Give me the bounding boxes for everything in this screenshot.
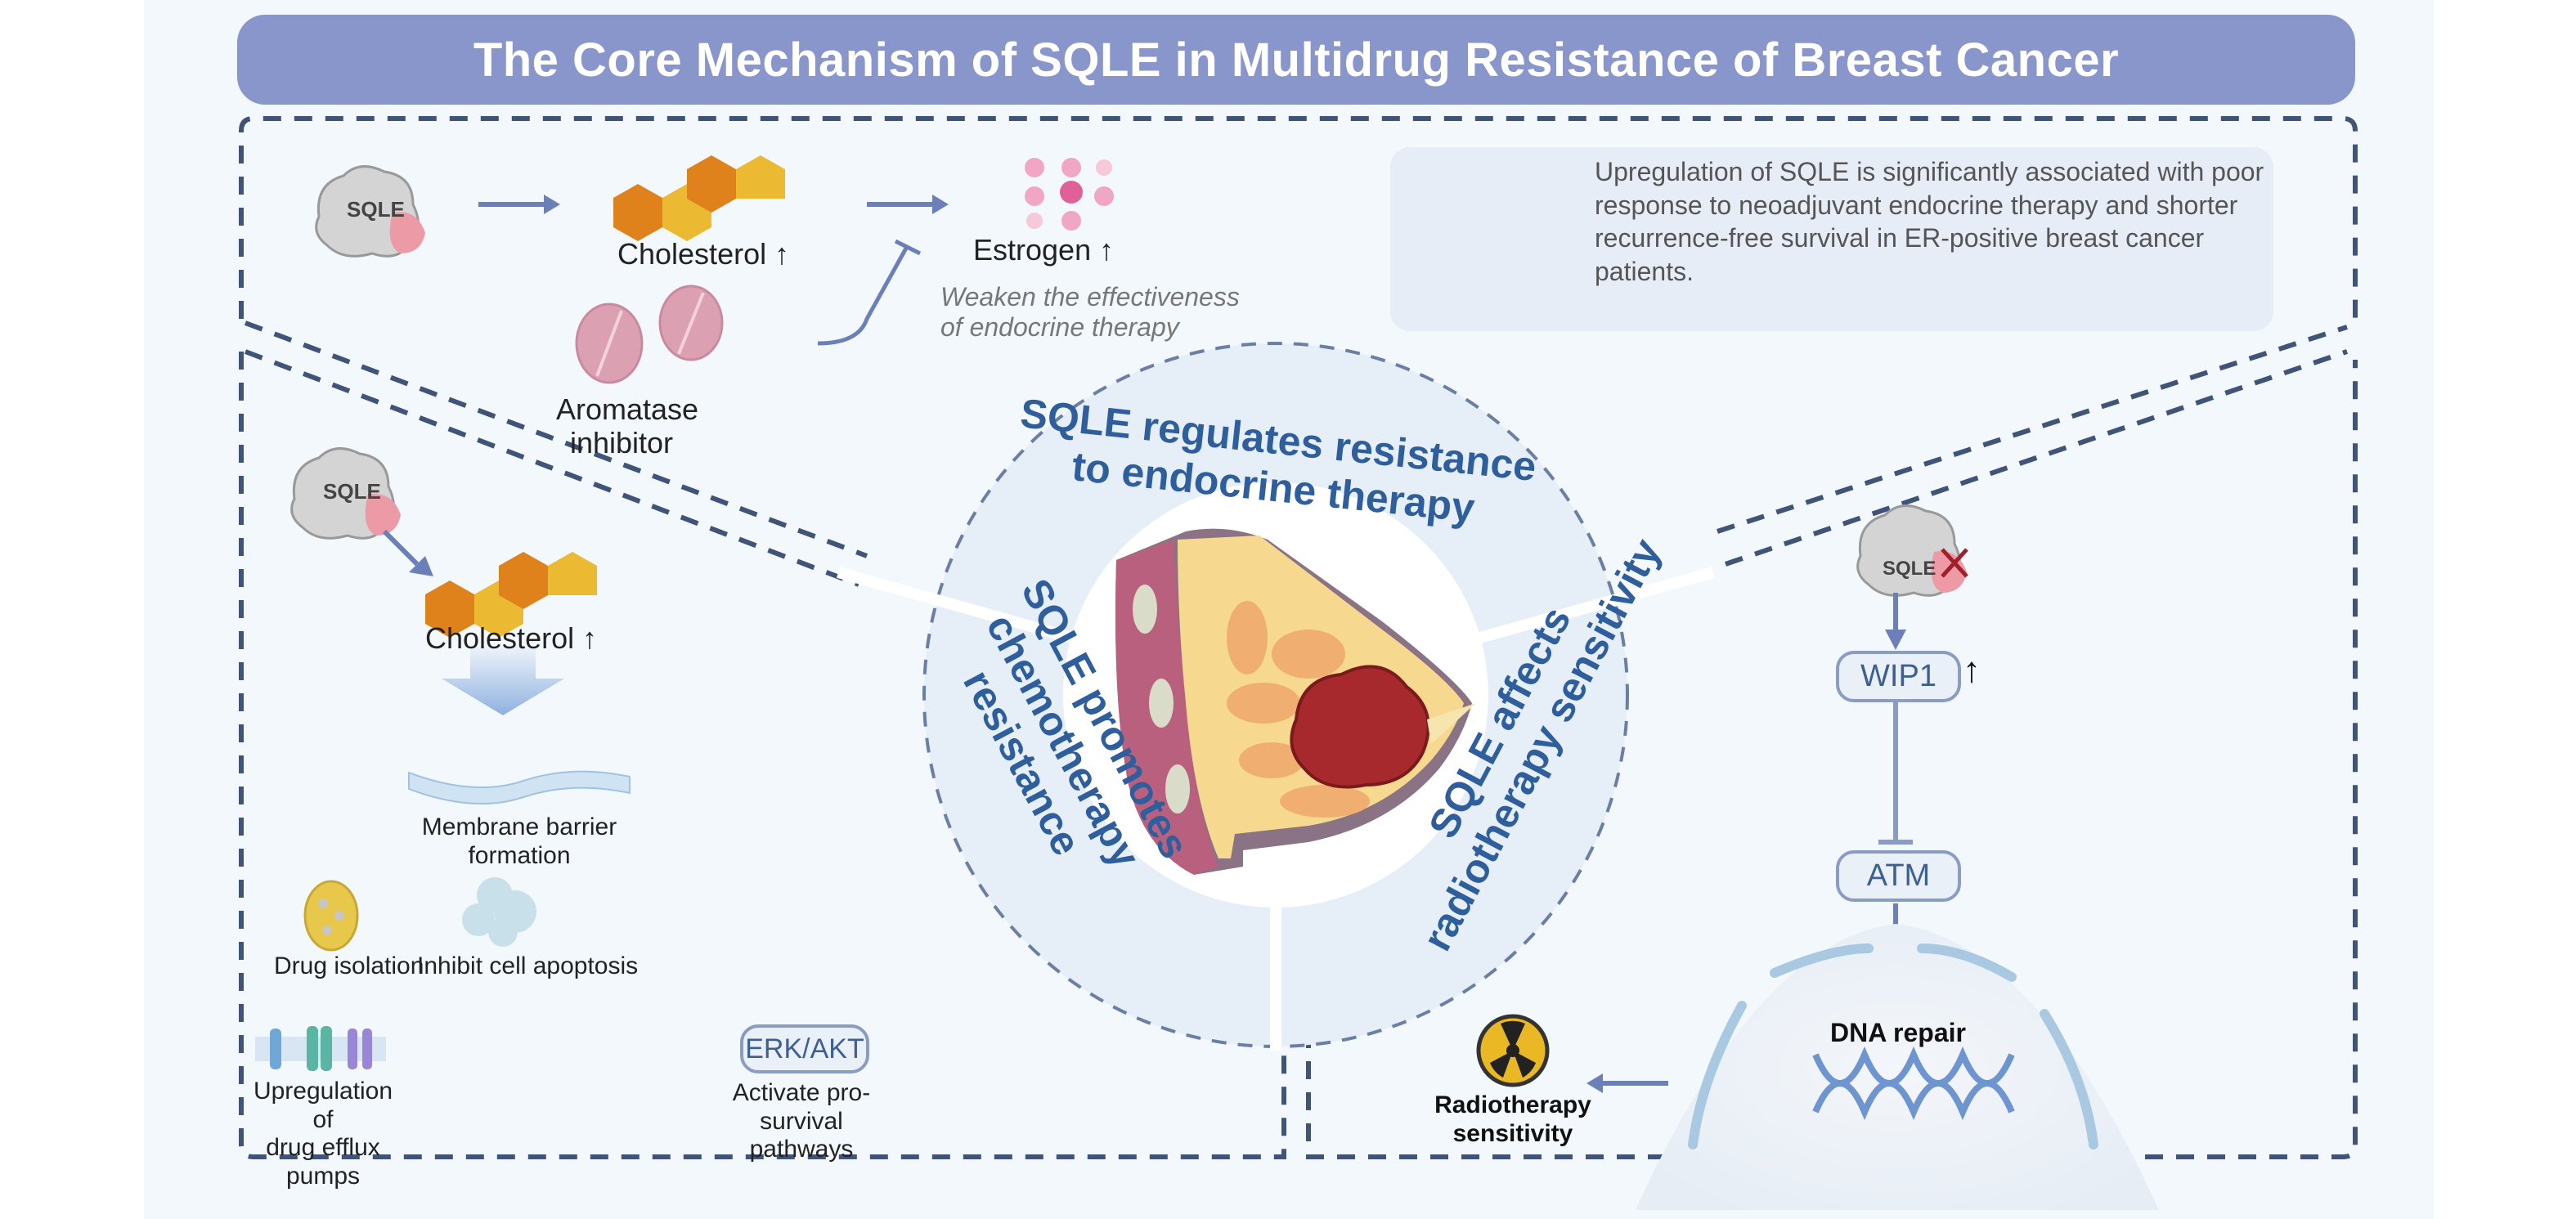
- frame-radio: [1306, 360, 2358, 1159]
- note-line2: of endocrine therapy: [940, 311, 1179, 342]
- sqle-knockdown-icon: [1856, 504, 1968, 597]
- page-title: The Core Mechanism of SQLE in Multidrug …: [473, 33, 2120, 87]
- aromatase-inhibitor-label: Aromatase inhibitor: [556, 392, 699, 460]
- sqle-label-chemo: SQLE: [323, 479, 381, 504]
- wip1-box: WIP1: [1836, 651, 1961, 702]
- estrogen-molecules-icon: [1025, 158, 1114, 231]
- pro-survival-label: Activate pro- survival pathways: [720, 1079, 883, 1164]
- diagonal-left-2: [244, 349, 860, 587]
- sqle-label-radio: SQLE: [1883, 558, 1936, 580]
- radiation-hazard-icon: [1476, 1014, 1550, 1087]
- apoptosis-cell-icon: [462, 877, 536, 947]
- radio-line2: sensitivity: [1452, 1119, 1573, 1147]
- cholesterol-molecule-icon-chemo: [425, 552, 597, 638]
- radio-line1: Radiotherapy: [1434, 1091, 1591, 1118]
- dna-helix-icon: [1812, 1046, 2015, 1121]
- efflux-pumps-icon: [255, 1026, 386, 1071]
- efflux-pumps-label: Upregulation of drug efflux pumps: [245, 1078, 401, 1190]
- aromatase-label-line1: Aromatase: [556, 392, 699, 426]
- dna-repair-label: DNA repair: [1830, 1018, 1966, 1047]
- info-box-text: Upregulation of SQLE is significantly as…: [1595, 157, 2264, 286]
- down-arrow-icon: [442, 646, 564, 715]
- diagonal-right-1: [1717, 325, 2348, 534]
- breast-tumor-illustration: [1115, 528, 1476, 875]
- efflux-line1: Upregulation of: [253, 1078, 393, 1133]
- cholesterol-label-chemo: Cholesterol ↑: [425, 621, 598, 655]
- inhibition-line-aromatase: [817, 239, 922, 346]
- aromatase-label-line2: inhibitor: [569, 426, 674, 460]
- nucleus-envelope-icon: [1636, 924, 2159, 1210]
- inhibition-wip1-atm: [1878, 699, 1913, 845]
- arrow-sqle-to-wip1: [1885, 593, 1906, 650]
- membrane-line2: formation: [468, 841, 571, 869]
- drug-isolation-label: Drug isolation: [274, 952, 424, 979]
- aromatase-pill-icon: [575, 285, 724, 384]
- sqle-protein-icon-chemo: [290, 447, 401, 540]
- pathway-line2: survival pathways: [749, 1107, 854, 1163]
- membrane-icon: [408, 770, 631, 804]
- arrow-cholesterol-to-estrogen: [867, 195, 949, 214]
- note-line1: Weaken the effectiveness: [940, 282, 1240, 311]
- endocrine-note: Weaken the effectiveness of endocrine th…: [940, 282, 1240, 343]
- sqle-protein-icon: [315, 165, 425, 258]
- radiotherapy-sensitivity-label: Radiotherapy sensitivity: [1419, 1091, 1607, 1148]
- dashed-frames: [239, 116, 2358, 1159]
- efflux-line2: drug efflux pumps: [266, 1134, 380, 1190]
- pathway-line1: Activate pro-: [732, 1079, 871, 1106]
- title-banner: The Core Mechanism of SQLE in Multidrug …: [237, 15, 2355, 105]
- apoptosis-label: Inhibit cell apoptosis: [417, 952, 639, 979]
- wip1-up-arrow: ↑: [1963, 650, 1981, 690]
- info-box: [1390, 147, 2273, 331]
- membrane-line1: Membrane barrier: [421, 813, 617, 840]
- diagonal-left-1: [244, 320, 868, 558]
- arrow-sqle-to-cholesterol: [478, 195, 560, 214]
- membrane-barrier-label: Membrane barrier formation: [413, 813, 626, 870]
- drug-isolation-icon: [303, 880, 359, 952]
- erk-akt-box: ERK/AKT: [740, 1024, 869, 1073]
- cholesterol-label: Cholesterol ↑: [617, 237, 790, 271]
- diagonal-right-2: [1725, 349, 2348, 567]
- arrow-dna-to-radiotherapy: [1586, 1073, 1668, 1093]
- frame-endocrine: [239, 116, 2358, 319]
- estrogen-label: Estrogen ↑: [973, 233, 1115, 267]
- arrow-sqle-to-cholesterol-chemo: [382, 529, 433, 576]
- cholesterol-molecule-icon: [613, 155, 785, 241]
- atm-box: ATM: [1836, 850, 1961, 902]
- sqle-label: SQLE: [347, 197, 405, 222]
- frame-chemo: [239, 352, 1286, 1159]
